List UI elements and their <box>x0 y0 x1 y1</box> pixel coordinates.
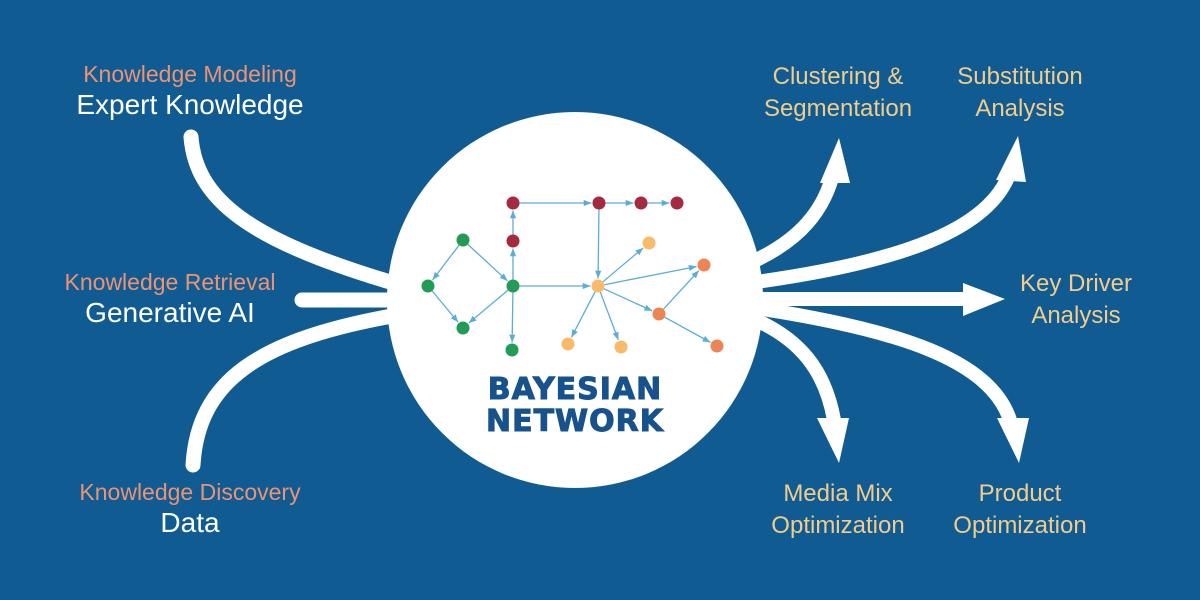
output-media-mix-optimization: Media Mix Optimization <box>738 478 938 542</box>
output-label-line1: Key Driver <box>1019 270 1133 297</box>
source-label: Generative AI <box>85 297 255 329</box>
edge-r2-y1 <box>595 209 602 279</box>
node-orange-o2 <box>652 307 666 321</box>
node-yellow-y3 <box>561 337 575 351</box>
node-green-g5 <box>505 343 519 357</box>
output-label-line2: Optimization <box>953 512 1087 539</box>
node-green-g3 <box>506 279 520 293</box>
source-label: Expert Knowledge <box>76 89 304 121</box>
output-flows <box>749 168 1017 423</box>
output-substitution-analysis: Substitution Analysis <box>920 61 1120 125</box>
network-nodes <box>421 196 724 357</box>
input-generative-ai: Knowledge Retrieval Generative AI <box>20 268 320 330</box>
arrowhead-key-driver-icon <box>963 283 1005 316</box>
edge-g1-g3 <box>467 243 508 282</box>
output-label-line1: Media Mix <box>783 480 893 507</box>
output-label-line2: Segmentation <box>763 95 913 122</box>
node-red-r4 <box>670 196 684 210</box>
edge-y1-y3 <box>570 291 596 338</box>
output-label-line1: Product <box>978 480 1062 507</box>
input-flow-data <box>185 308 400 473</box>
node-green-g1 <box>456 233 470 247</box>
arrowhead-product-icon <box>997 418 1029 463</box>
output-label-line2: Analysis <box>975 95 1065 122</box>
category-label: Knowledge Discovery <box>79 479 301 505</box>
node-green-g2 <box>421 279 435 293</box>
input-flows <box>183 129 403 473</box>
edge-y1-y4 <box>599 291 619 341</box>
node-orange-o1 <box>697 258 711 272</box>
output-label-line1: Substitution <box>957 63 1083 90</box>
title-line2: NETWORK <box>485 403 665 439</box>
edge-g3-g5 <box>509 292 516 343</box>
edge-o2-o1 <box>662 270 700 310</box>
edge-g3-g4 <box>468 289 509 324</box>
node-red-r5 <box>506 234 520 248</box>
edge-g1-g2 <box>432 244 460 281</box>
input-data: Knowledge Discovery Data <box>40 478 340 540</box>
arrowhead-clustering-icon <box>820 138 850 183</box>
arrowhead-substitution-icon <box>996 136 1026 182</box>
output-flow-substitution <box>755 169 1017 289</box>
output-clustering-segmentation: Clustering & Segmentation <box>738 61 938 125</box>
edge-g2-g4 <box>431 290 459 323</box>
node-red-r3 <box>634 196 648 210</box>
output-flow-media-mix <box>753 313 841 422</box>
input-flow-expert-knowledge <box>183 129 398 290</box>
category-label: Knowledge Modeling <box>83 61 297 87</box>
output-label-line1: Clustering & <box>772 63 904 90</box>
input-expert-knowledge: Knowledge Modeling Expert Knowledge <box>40 60 340 122</box>
output-product-optimization: Product Optimization <box>920 478 1120 542</box>
edge-y1-y2 <box>602 247 644 283</box>
node-yellow-y4 <box>614 340 628 354</box>
output-key-driver-analysis: Key Driver Analysis <box>976 268 1176 332</box>
node-orange-o3 <box>710 339 724 353</box>
edge-y1-o2 <box>603 288 653 312</box>
arrowhead-media-mix-icon <box>817 418 849 463</box>
edge-y1-o1 <box>604 264 697 286</box>
node-red-r1 <box>506 196 520 210</box>
output-label-line2: Analysis <box>1031 302 1121 329</box>
output-flow-clustering <box>749 168 841 269</box>
category-label: Knowledge Retrieval <box>64 269 276 295</box>
source-label: Data <box>160 507 220 539</box>
network-edges <box>431 199 711 343</box>
output-arrowheads <box>817 136 1029 463</box>
edge-o2-o3 <box>664 316 711 343</box>
node-yellow-y1 <box>591 279 605 293</box>
title-line1: BAYESIAN <box>487 372 663 407</box>
output-flow-product <box>754 301 1017 423</box>
node-green-g4 <box>456 321 470 335</box>
output-label-line2: Optimization <box>771 512 905 539</box>
bayesian-network-title: BAYESIAN NETWORK <box>485 372 665 439</box>
node-yellow-y2 <box>642 236 656 250</box>
node-red-r2 <box>592 196 606 210</box>
